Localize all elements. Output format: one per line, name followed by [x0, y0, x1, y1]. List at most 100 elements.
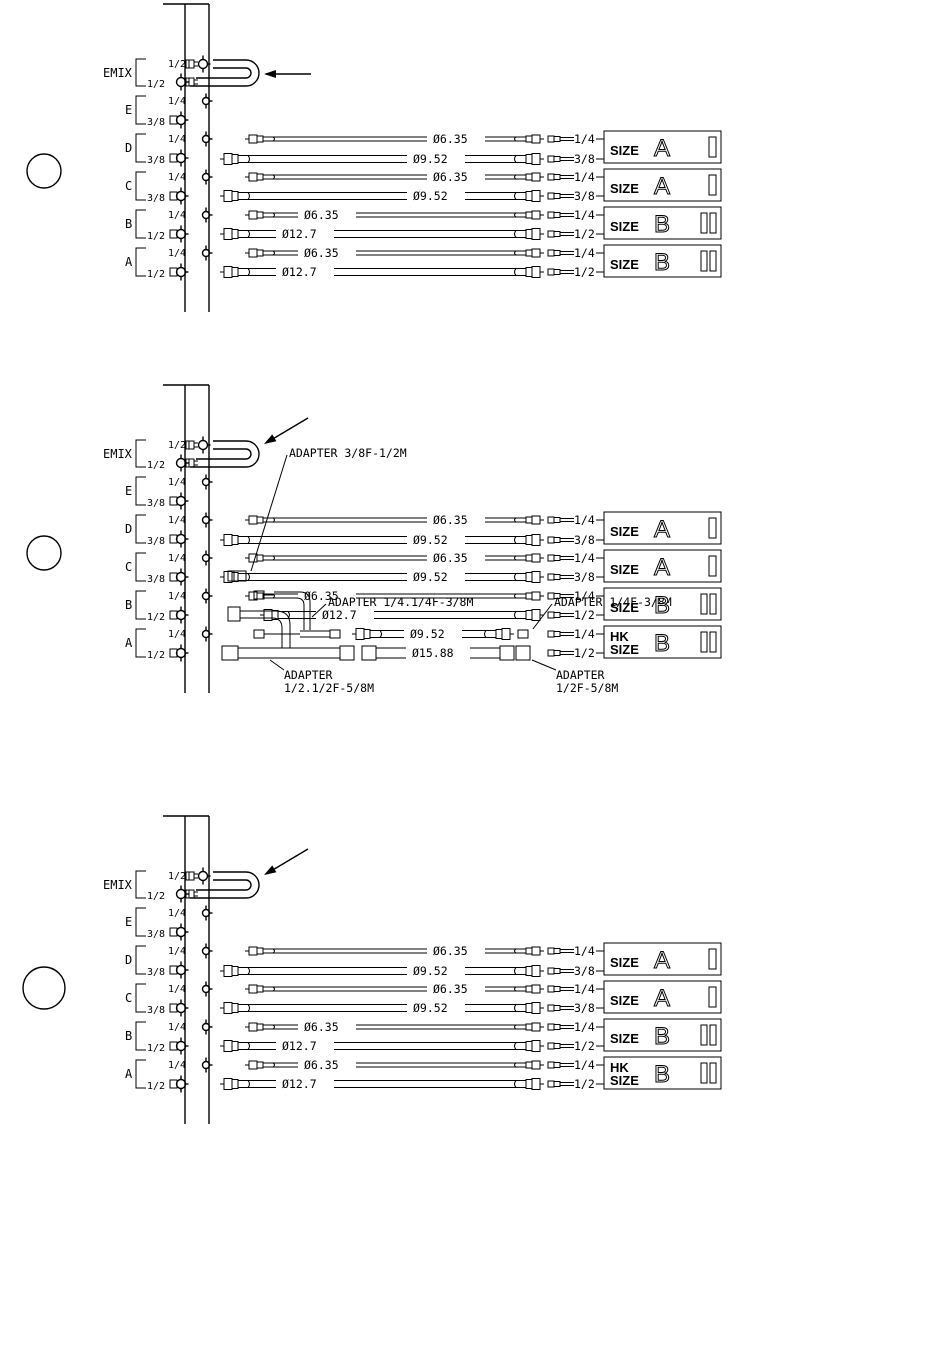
unit-size-letter: A [654, 173, 670, 200]
rect [553, 193, 561, 199]
pipe-diameter-label: Ø6.35 [304, 1020, 339, 1034]
pipe-end-size-label: 1/4 [574, 944, 595, 958]
pipe-end-fitting-icon [547, 592, 574, 600]
bend-mark [272, 174, 275, 180]
rect [531, 1040, 541, 1052]
pipe-end-fitting-icon [547, 516, 574, 524]
bend-mark [272, 136, 275, 142]
service-valve-icon [175, 885, 189, 903]
rect [553, 231, 561, 237]
flare-nut-icon [525, 965, 544, 977]
pipe-end-fitting-icon [547, 211, 574, 219]
emix-u-loop [190, 871, 260, 899]
unit-letter-label: B [125, 217, 132, 231]
unit-hk-prefix: HK [610, 629, 629, 644]
rect [553, 212, 561, 218]
port-size-bottom: 1/2 [147, 612, 165, 623]
port-size-top: 1/4 [168, 629, 186, 640]
unit-hk-prefix: HK [610, 1060, 629, 1075]
service-valve-icon [201, 207, 213, 223]
flare-nut-icon [525, 134, 544, 144]
refrigerant-pipe: Ø6.35 [245, 551, 544, 565]
header-port-2: D1/43/8 [125, 512, 213, 548]
unit-indicator-bar [708, 174, 717, 196]
bend-mark [514, 1080, 517, 1088]
rect [248, 515, 258, 525]
service-valve-icon [175, 999, 189, 1017]
rect [547, 967, 555, 975]
bend-mark [247, 1080, 250, 1088]
refrigerant-pipe: Ø9.52 [220, 533, 544, 547]
piping-section-1: EMIX1/21/2E1/43/8D1/43/8C1/43/8B1/41/2A1… [26, 3, 722, 312]
unit-letter-label: D [125, 141, 132, 155]
adapter-fitting-icon [339, 645, 355, 661]
flare-nut-icon [525, 172, 544, 182]
pointer-arrow-icon [264, 70, 311, 78]
bend-mark [247, 155, 250, 163]
pipe-diameter-label: Ø6.35 [433, 551, 468, 565]
unit-size-label: SIZE [610, 1073, 639, 1088]
bend-mark [272, 948, 275, 954]
unit-indicator-bar [700, 212, 708, 234]
rect [355, 628, 365, 640]
port-size-top: 1/4 [168, 1022, 186, 1033]
refrigerant-pipe: Ø9.52 [220, 1001, 544, 1015]
flare-nut-icon [253, 590, 274, 600]
flare-nut-icon [220, 1078, 239, 1090]
flare-nut-icon [245, 591, 264, 601]
flare-nut-icon [220, 153, 239, 165]
refrigerant-pipe: Ø9.52 [352, 627, 514, 641]
rect [553, 631, 561, 637]
flare-nut-icon [525, 1002, 544, 1014]
pipe-diameter-label: Ø12.7 [282, 265, 317, 279]
flare-nut-icon [525, 571, 544, 583]
rect [547, 1023, 555, 1031]
unit-size-label: SIZE [610, 562, 639, 577]
rect [256, 985, 264, 993]
emix-label: EMIX [103, 66, 133, 80]
indoor-unit-outline [603, 244, 722, 278]
port-bracket [135, 476, 146, 506]
port-bracket [135, 95, 146, 125]
rect [547, 230, 555, 238]
bend-mark [514, 986, 517, 992]
rect [553, 174, 561, 180]
flare-nut-icon [169, 229, 178, 239]
bend-mark [514, 250, 517, 256]
port-size-top: 1/4 [168, 210, 186, 221]
adapter-label: 1/2.1/2F-5/8M [284, 681, 374, 695]
header-port-5: A1/41/2 [125, 1057, 213, 1093]
unit-indicator-bar [709, 631, 717, 653]
rect [231, 191, 239, 201]
piping-section-2: EMIX1/21/2E1/43/8D1/43/8C1/43/8B1/41/2A1… [26, 384, 722, 695]
bend-mark [247, 268, 250, 276]
pipe-end-size-label: 3/8 [574, 570, 595, 584]
flare-nut-icon [220, 228, 239, 240]
bend-mark [272, 555, 275, 561]
bend-mark [484, 630, 487, 638]
unit-indicator-bar [709, 250, 717, 272]
port-size-top: 1/4 [168, 591, 186, 602]
port-size-bottom: 1/2 [147, 460, 165, 471]
flare-nut-icon [352, 628, 371, 640]
piping-section-3: EMIX1/21/2E1/43/8D1/43/8C1/43/8B1/41/2A1… [22, 815, 722, 1124]
arrow-head [264, 70, 276, 78]
refrigerant-pipe: Ø12.7 [220, 227, 544, 241]
rect [501, 628, 511, 640]
flare-nut-icon [525, 1022, 544, 1032]
pipe-end-fitting-icon [547, 630, 574, 638]
rect [547, 611, 555, 619]
rect [223, 190, 233, 202]
unit-size-label: SIZE [610, 219, 639, 234]
service-valve-icon [175, 149, 189, 167]
refrigerant-pipe: Ø12.7 [220, 1039, 544, 1053]
rect [253, 629, 265, 639]
bend-mark [514, 230, 517, 238]
bend-mark [514, 536, 517, 544]
unit-letter-label: D [125, 953, 132, 967]
